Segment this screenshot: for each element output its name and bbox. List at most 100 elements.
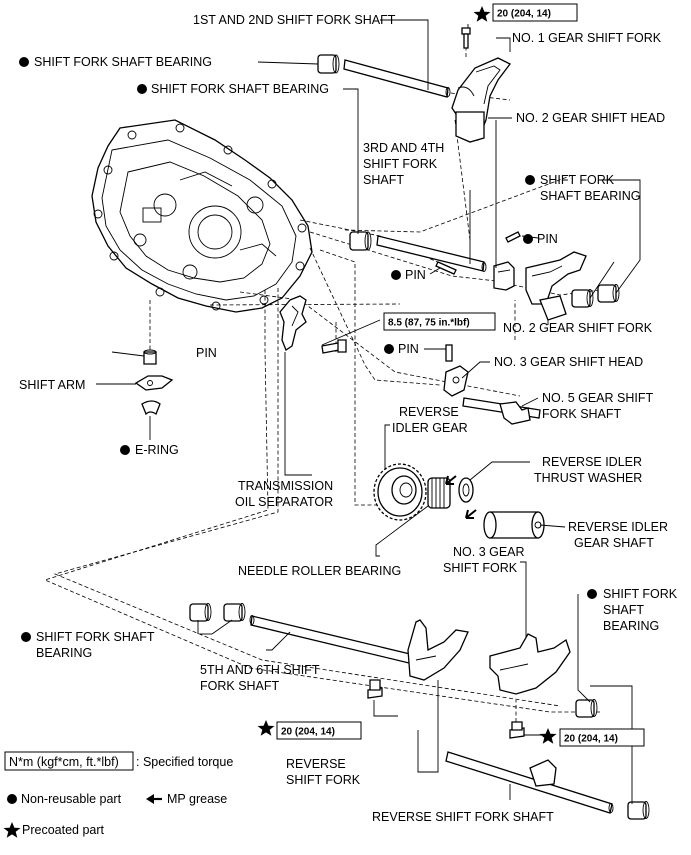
label-no3-fork-2: SHIFT FORK <box>443 561 518 575</box>
needle-roller-bearing <box>427 477 451 509</box>
transmission-oil-separator <box>279 295 307 351</box>
no2-gear-shift-head <box>493 261 515 291</box>
non-reusable-dot-icon <box>525 175 535 185</box>
bolt-lower-left <box>367 679 383 699</box>
non-reusable-dot-icon <box>21 632 31 642</box>
label-thrust-washer-1: REVERSE IDLER <box>542 455 642 469</box>
torque-lower-right: 20 (204, 14) <box>564 734 618 745</box>
label-e-ring: E-RING <box>135 443 179 457</box>
bolt-lower-right <box>509 721 525 739</box>
label-no1-fork: NO. 1 GEAR SHIFT FORK <box>512 31 662 45</box>
torque-spec-top: 20 (204, 14) <box>473 3 578 22</box>
third-fourth-shift-fork-shaft <box>376 235 487 272</box>
label-bearing-lower-right-1: SHIFT FORK <box>603 587 678 601</box>
label-bearing-right-2: SHAFT BEARING <box>540 189 640 203</box>
legend-precoated: Precoated part <box>22 823 105 837</box>
legend-torque-units: N*m (kgf*cm, ft.*lbf) <box>9 755 119 769</box>
label-rev-shaft: REVERSE SHIFT FORK SHAFT <box>372 810 554 824</box>
non-reusable-dot-icon <box>587 589 597 599</box>
mp-grease-arrow-icon <box>146 794 162 804</box>
non-reusable-dot-icon <box>523 234 533 244</box>
torque-spec-lower-left: 20 (204, 14) <box>257 720 362 740</box>
reverse-shift-fork <box>407 619 469 681</box>
non-reusable-markers <box>19 57 597 642</box>
shift-fork-shaft-bearing-lower-right <box>575 699 650 820</box>
legend-mp-grease: MP grease <box>167 792 227 806</box>
no5-gear-shift-fork-shaft <box>462 397 541 425</box>
legend-torque-desc: : Specified torque <box>136 755 233 769</box>
label-bearing-lower-right-3: BEARING <box>603 619 659 633</box>
label-thrust-washer-2: THRUST WASHER <box>534 471 642 485</box>
label-pin-upper-right: PIN <box>537 232 558 246</box>
label-rev-fork-1: REVERSE <box>286 757 346 771</box>
label-needle-bearing: NEEDLE ROLLER BEARING <box>238 564 401 578</box>
no2-gear-shift-fork <box>525 251 587 321</box>
precoated-star-icon <box>539 728 557 744</box>
label-no2-fork: NO. 2 GEAR SHIFT FORK <box>503 321 653 335</box>
legend: N*m (kgf*cm, ft.*lbf) : Specified torque… <box>3 751 233 838</box>
shift-fork-shaft-bearing-right <box>571 284 620 308</box>
label-bearing-right-1: SHIFT FORK <box>540 173 615 187</box>
first-second-shift-fork-shaft <box>343 59 451 98</box>
non-reusable-dot-icon <box>391 270 401 280</box>
leader-lines <box>96 19 641 804</box>
label-fifth-sixth-2: FORK SHAFT <box>200 679 280 693</box>
shift-fork-shaft-bearing-top <box>317 54 340 74</box>
shift-arm-part <box>134 375 174 391</box>
reverse-idler-gear-shaft <box>483 511 545 539</box>
labels: 1ST AND 2ND SHIFT FORK SHAFT SHIFT FORK … <box>19 13 678 824</box>
label-idler-shaft-1: REVERSE IDLER <box>568 520 668 534</box>
label-rev-fork-2: SHIFT FORK <box>286 773 361 787</box>
e-ring-part <box>141 400 161 416</box>
fifth-sixth-shift-fork-shaft <box>249 615 411 664</box>
label-no5-shaft-2: FORK SHAFT <box>542 407 622 421</box>
label-third-fourth-3: SHAFT <box>363 173 404 187</box>
label-bearing-lower-right-2: SHAFT <box>603 603 644 617</box>
label-no3-head: NO. 3 GEAR SHIFT HEAD <box>494 355 643 369</box>
non-reusable-dot-icon <box>384 344 394 354</box>
precoated-star-icon <box>257 720 275 736</box>
label-idler-gear-1: REVERSE <box>399 405 459 419</box>
non-reusable-dot-icon <box>120 445 130 455</box>
label-oil-sep-1: TRANSMISSION <box>238 479 333 493</box>
label-pin-mid: PIN <box>405 268 426 282</box>
reverse-idler-thrust-washer <box>458 477 474 503</box>
shift-fork-shaft-bearing-lower-left <box>189 603 246 622</box>
label-fifth-sixth-1: 5TH AND 6TH SHIFT <box>200 663 320 677</box>
no1-gear-shift-fork <box>451 57 511 143</box>
label-no3-fork-1: NO. 3 GEAR <box>453 545 525 559</box>
label-idler-gear-2: IDLER GEAR <box>392 421 468 435</box>
no3-gear-shift-head <box>443 365 469 397</box>
torque-spec-oil-separator: 8.5 (87, 75 in.*lbf) <box>383 312 496 331</box>
torque-oil-separator: 8.5 (87, 75 in.*lbf) <box>388 318 470 329</box>
precoated-star-icon <box>473 6 491 22</box>
pin-upper-right <box>505 231 521 243</box>
label-third-fourth-1: 3RD AND 4TH <box>363 141 444 155</box>
label-no5-shaft-1: NO. 5 GEAR SHIFT <box>542 391 653 405</box>
torque-spec-lower-right: 20 (204, 14) <box>539 728 645 747</box>
pin-left-part <box>143 349 157 365</box>
transmission-case <box>91 119 313 313</box>
label-idler-shaft-2: GEAR SHAFT <box>574 536 654 550</box>
label-pin-center: PIN <box>398 342 419 356</box>
legend-non-reusable: Non-reusable part <box>21 792 122 806</box>
label-pin-left: PIN <box>196 346 217 360</box>
label-oil-sep-2: OIL SEPARATOR <box>235 495 333 509</box>
precoated-star-icon <box>3 822 21 838</box>
mp-grease-arrow-washer <box>465 509 477 519</box>
reverse-shift-fork-shaft <box>445 751 614 814</box>
label-bearing-lower-left-2: BEARING <box>36 646 92 660</box>
bolt-oil-separator <box>321 339 347 354</box>
shift-fork-shaft-bearing-mid <box>349 231 372 251</box>
non-reusable-dot-icon <box>19 57 29 67</box>
pin-center <box>445 344 453 362</box>
label-first-second-shaft: 1ST AND 2ND SHIFT FORK SHAFT <box>193 13 396 27</box>
torque-lower-left: 20 (204, 14) <box>281 727 335 738</box>
pin-mid <box>435 261 457 275</box>
reverse-idler-gear <box>373 463 427 521</box>
label-bearing-top-left: SHIFT FORK SHAFT BEARING <box>34 55 212 69</box>
label-shift-arm: SHIFT ARM <box>19 378 85 392</box>
torque-top: 20 (204, 14) <box>497 9 551 20</box>
